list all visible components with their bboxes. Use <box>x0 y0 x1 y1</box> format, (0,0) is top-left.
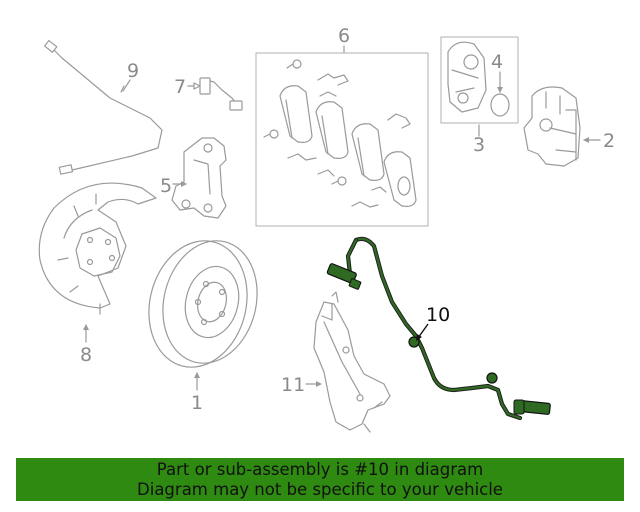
kit-box-3 <box>440 36 519 124</box>
part-7-wear-sensor[interactable] <box>199 77 243 111</box>
part-11-sensor-bracket[interactable] <box>313 291 391 433</box>
sensor-connector <box>326 263 357 284</box>
part-3-caliper-repair-kit[interactable] <box>447 41 487 113</box>
callout-5: 5 <box>160 175 172 197</box>
banner-line-2: Diagram may not be specific to your vehi… <box>137 480 503 499</box>
part-5-caliper-bracket[interactable] <box>171 137 227 219</box>
callout-7: 7 <box>174 76 186 98</box>
callout-1: 1 <box>191 392 203 414</box>
part-4-seal-ring[interactable] <box>490 93 510 117</box>
callout-6: 6 <box>338 25 350 47</box>
part-1-brake-rotor[interactable] <box>136 230 270 377</box>
leader-9 <box>122 79 131 92</box>
callout-4: 4 <box>491 51 503 73</box>
part-6-brake-pad-kit[interactable] <box>263 59 417 208</box>
part-2-caliper[interactable] <box>523 86 581 167</box>
callout-8: 8 <box>80 344 92 366</box>
callout-9: 9 <box>127 60 139 82</box>
part-10-abs-sensor[interactable] <box>326 236 551 421</box>
callout-3: 3 <box>473 134 485 156</box>
callout-11: 11 <box>281 374 305 396</box>
banner-line-1: Part or sub-assembly is #10 in diagram <box>156 460 484 479</box>
kit-box-6 <box>255 52 429 227</box>
callout-10: 10 <box>426 304 450 326</box>
callout-2: 2 <box>603 130 615 152</box>
info-banner: Part or sub-assembly is #10 in diagram D… <box>16 458 624 501</box>
part-9-brake-hose[interactable] <box>43 39 163 175</box>
part-8-dust-shield[interactable] <box>38 182 157 315</box>
